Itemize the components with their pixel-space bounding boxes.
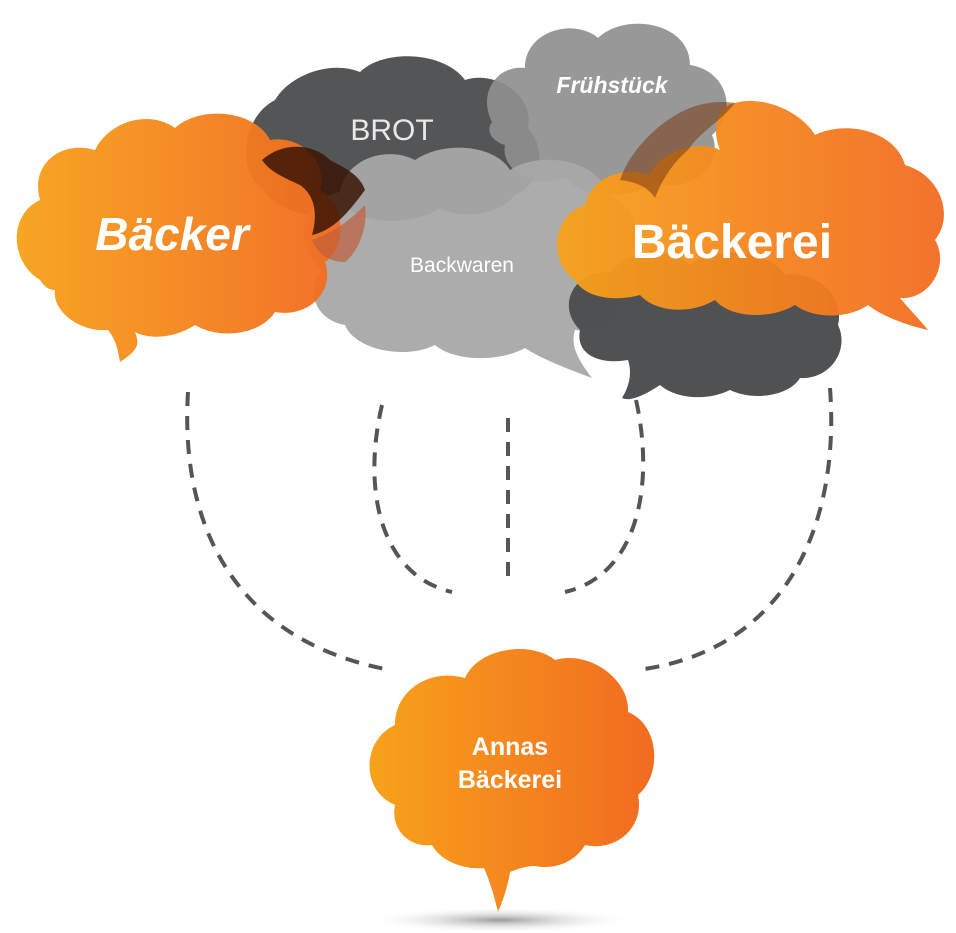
cloud-shadow [365,907,635,933]
cloud-baecker [16,113,341,363]
label-baecker: Bäcker [95,208,251,260]
connector-baeckerei [637,387,834,672]
cloud-backwaren [303,147,636,378]
connector-backwaren-right [564,399,646,594]
connector-baecker [185,391,391,672]
label-annas-line2: Bäckerei [458,766,562,794]
label-annas-line1: Annas [472,733,548,761]
cloud-overlap-tint [262,146,366,262]
cloud-annas-baeckerei [369,648,655,912]
label-brot: BROT [350,114,433,147]
label-backwaren: Backwaren [410,254,514,277]
connector-lines [185,387,834,672]
connector-backwaren-left [372,404,453,594]
label-baeckerei: Bäckerei [632,216,832,269]
cloud-baeckerei [557,100,944,331]
label-fruehstueck: Frühstück [556,72,668,98]
